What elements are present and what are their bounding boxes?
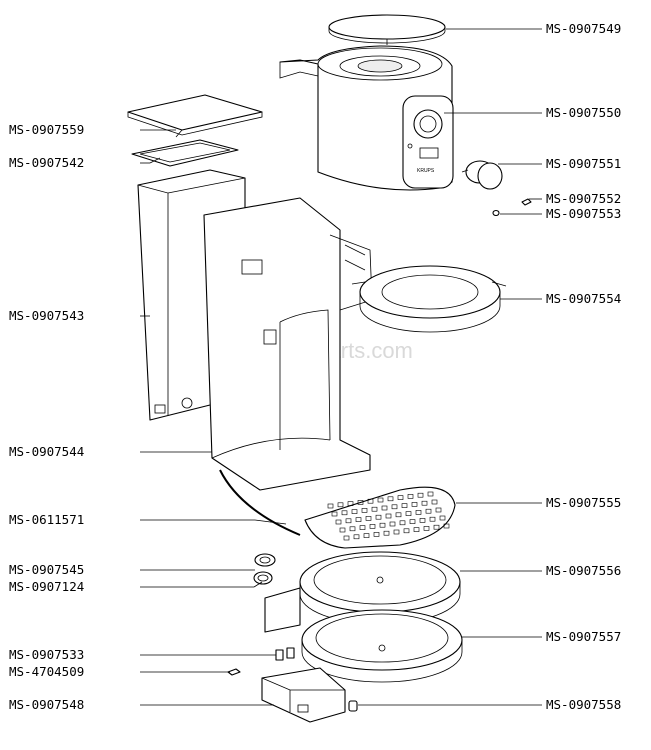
part-label: MS-0907544: [9, 444, 84, 459]
top-plate-part: [127, 94, 263, 138]
grid-hole: [359, 525, 366, 530]
part-label: MS-0907555: [546, 495, 621, 510]
left-labels: MS-0907559 MS-0907542 MS-0907543 MS-0907…: [9, 122, 84, 712]
grid-hole: [397, 495, 404, 500]
grid-hole: [361, 508, 368, 513]
grid-hole: [375, 514, 382, 520]
grid-hole: [391, 504, 398, 510]
grid-hole: [417, 492, 424, 498]
seal-ring-part: [254, 553, 276, 567]
grid-hole: [429, 516, 436, 522]
foot-part: [348, 700, 358, 712]
water-tank-part: KRUPS: [279, 45, 454, 191]
grid-hole: [443, 523, 450, 529]
grid-hole: [341, 510, 348, 516]
grid-hole: [353, 534, 360, 540]
small-washer-part: [492, 209, 500, 217]
part-label: MS-4704509: [9, 664, 84, 679]
part-label: MS-0907550: [546, 105, 621, 120]
grid-hole: [403, 528, 410, 534]
grid-hole: [367, 498, 374, 504]
frame-gasket-part: [131, 139, 239, 167]
grid-hole: [357, 500, 364, 505]
base-unit-part: [261, 667, 346, 723]
grid-hole: [433, 524, 440, 530]
control-knob-part: [461, 160, 503, 190]
part-label: MS-0907545: [9, 562, 84, 577]
grid-hole: [389, 521, 396, 527]
grid-hole: [369, 524, 376, 529]
grid-hole: [409, 519, 416, 524]
part-label: MS-0907552: [546, 191, 621, 206]
grid-hole: [349, 526, 356, 532]
grid-hole: [413, 527, 420, 532]
grid-hole: [347, 501, 354, 506]
part-label: MS-0907124: [9, 579, 84, 594]
drip-grid-part: [304, 486, 456, 549]
grid-hole: [415, 510, 422, 515]
part-label: MS-0907559: [9, 122, 84, 137]
grid-hole: [385, 513, 392, 519]
grid-hole: [423, 526, 430, 531]
part-label: MS-0907548: [9, 697, 84, 712]
grid-hole: [343, 535, 350, 541]
grid-hole: [331, 511, 338, 517]
grid-hole: [399, 520, 406, 526]
grid-hole: [379, 522, 386, 528]
grid-hole: [425, 508, 432, 514]
grid-hole: [327, 503, 334, 509]
grid-hole: [363, 533, 370, 538]
clip-part: [227, 668, 241, 676]
part-label: MS-0907558: [546, 697, 621, 712]
ring-base-part: [351, 265, 507, 333]
grid-hole: [355, 517, 362, 522]
right-labels: MS-0907549 MS-0907550 MS-0907551 MS-0907…: [546, 21, 621, 712]
grid-hole: [421, 500, 428, 506]
rear-housing-part: [203, 197, 373, 491]
grid-hole: [393, 529, 400, 535]
grid-hole: [373, 532, 380, 537]
grid-hole: [335, 519, 342, 525]
grid-hole: [435, 507, 442, 513]
drip-tray-lower-part: [264, 587, 463, 683]
part-label: MS-0907533: [9, 647, 84, 662]
part-label: MS-0907543: [9, 308, 84, 323]
grid-hole: [419, 518, 426, 523]
part-label: MS-0611571: [9, 512, 84, 527]
part-label: MS-0907549: [546, 21, 621, 36]
grid-hole: [383, 530, 390, 536]
part-label: MS-0907551: [546, 156, 621, 171]
o-ring-part: [253, 571, 273, 585]
part-label: MS-0907557: [546, 629, 621, 644]
switch-part: [275, 647, 295, 661]
lid-disc-part: [328, 14, 446, 45]
cable-part: [219, 469, 301, 536]
grid-hole: [365, 516, 372, 521]
grid-hole: [339, 527, 346, 533]
grid-hole: [337, 502, 344, 508]
part-label: MS-0907556: [546, 563, 621, 578]
grid-hole: [431, 499, 438, 505]
grid-hole: [387, 496, 394, 502]
grid-hole: [351, 509, 358, 514]
grid-hole: [377, 497, 384, 503]
grid-hole: [411, 502, 418, 507]
grid-hole: [407, 494, 414, 499]
grid-hole: [395, 512, 402, 518]
brand-mark: KRUPS: [417, 168, 435, 174]
small-clip-part: [521, 198, 532, 206]
grid-hole: [439, 515, 446, 521]
part-label: MS-0907553: [546, 206, 621, 221]
part-label: MS-0907542: [9, 155, 84, 170]
leader-lines: [140, 28, 542, 706]
part-label: MS-0907554: [546, 291, 621, 306]
grid-hole: [381, 505, 388, 511]
grid-hole: [405, 511, 412, 516]
grid-hole: [371, 506, 378, 512]
grid-hole: [401, 503, 408, 508]
grid-hole: [427, 491, 434, 497]
grid-hole: [345, 518, 352, 524]
